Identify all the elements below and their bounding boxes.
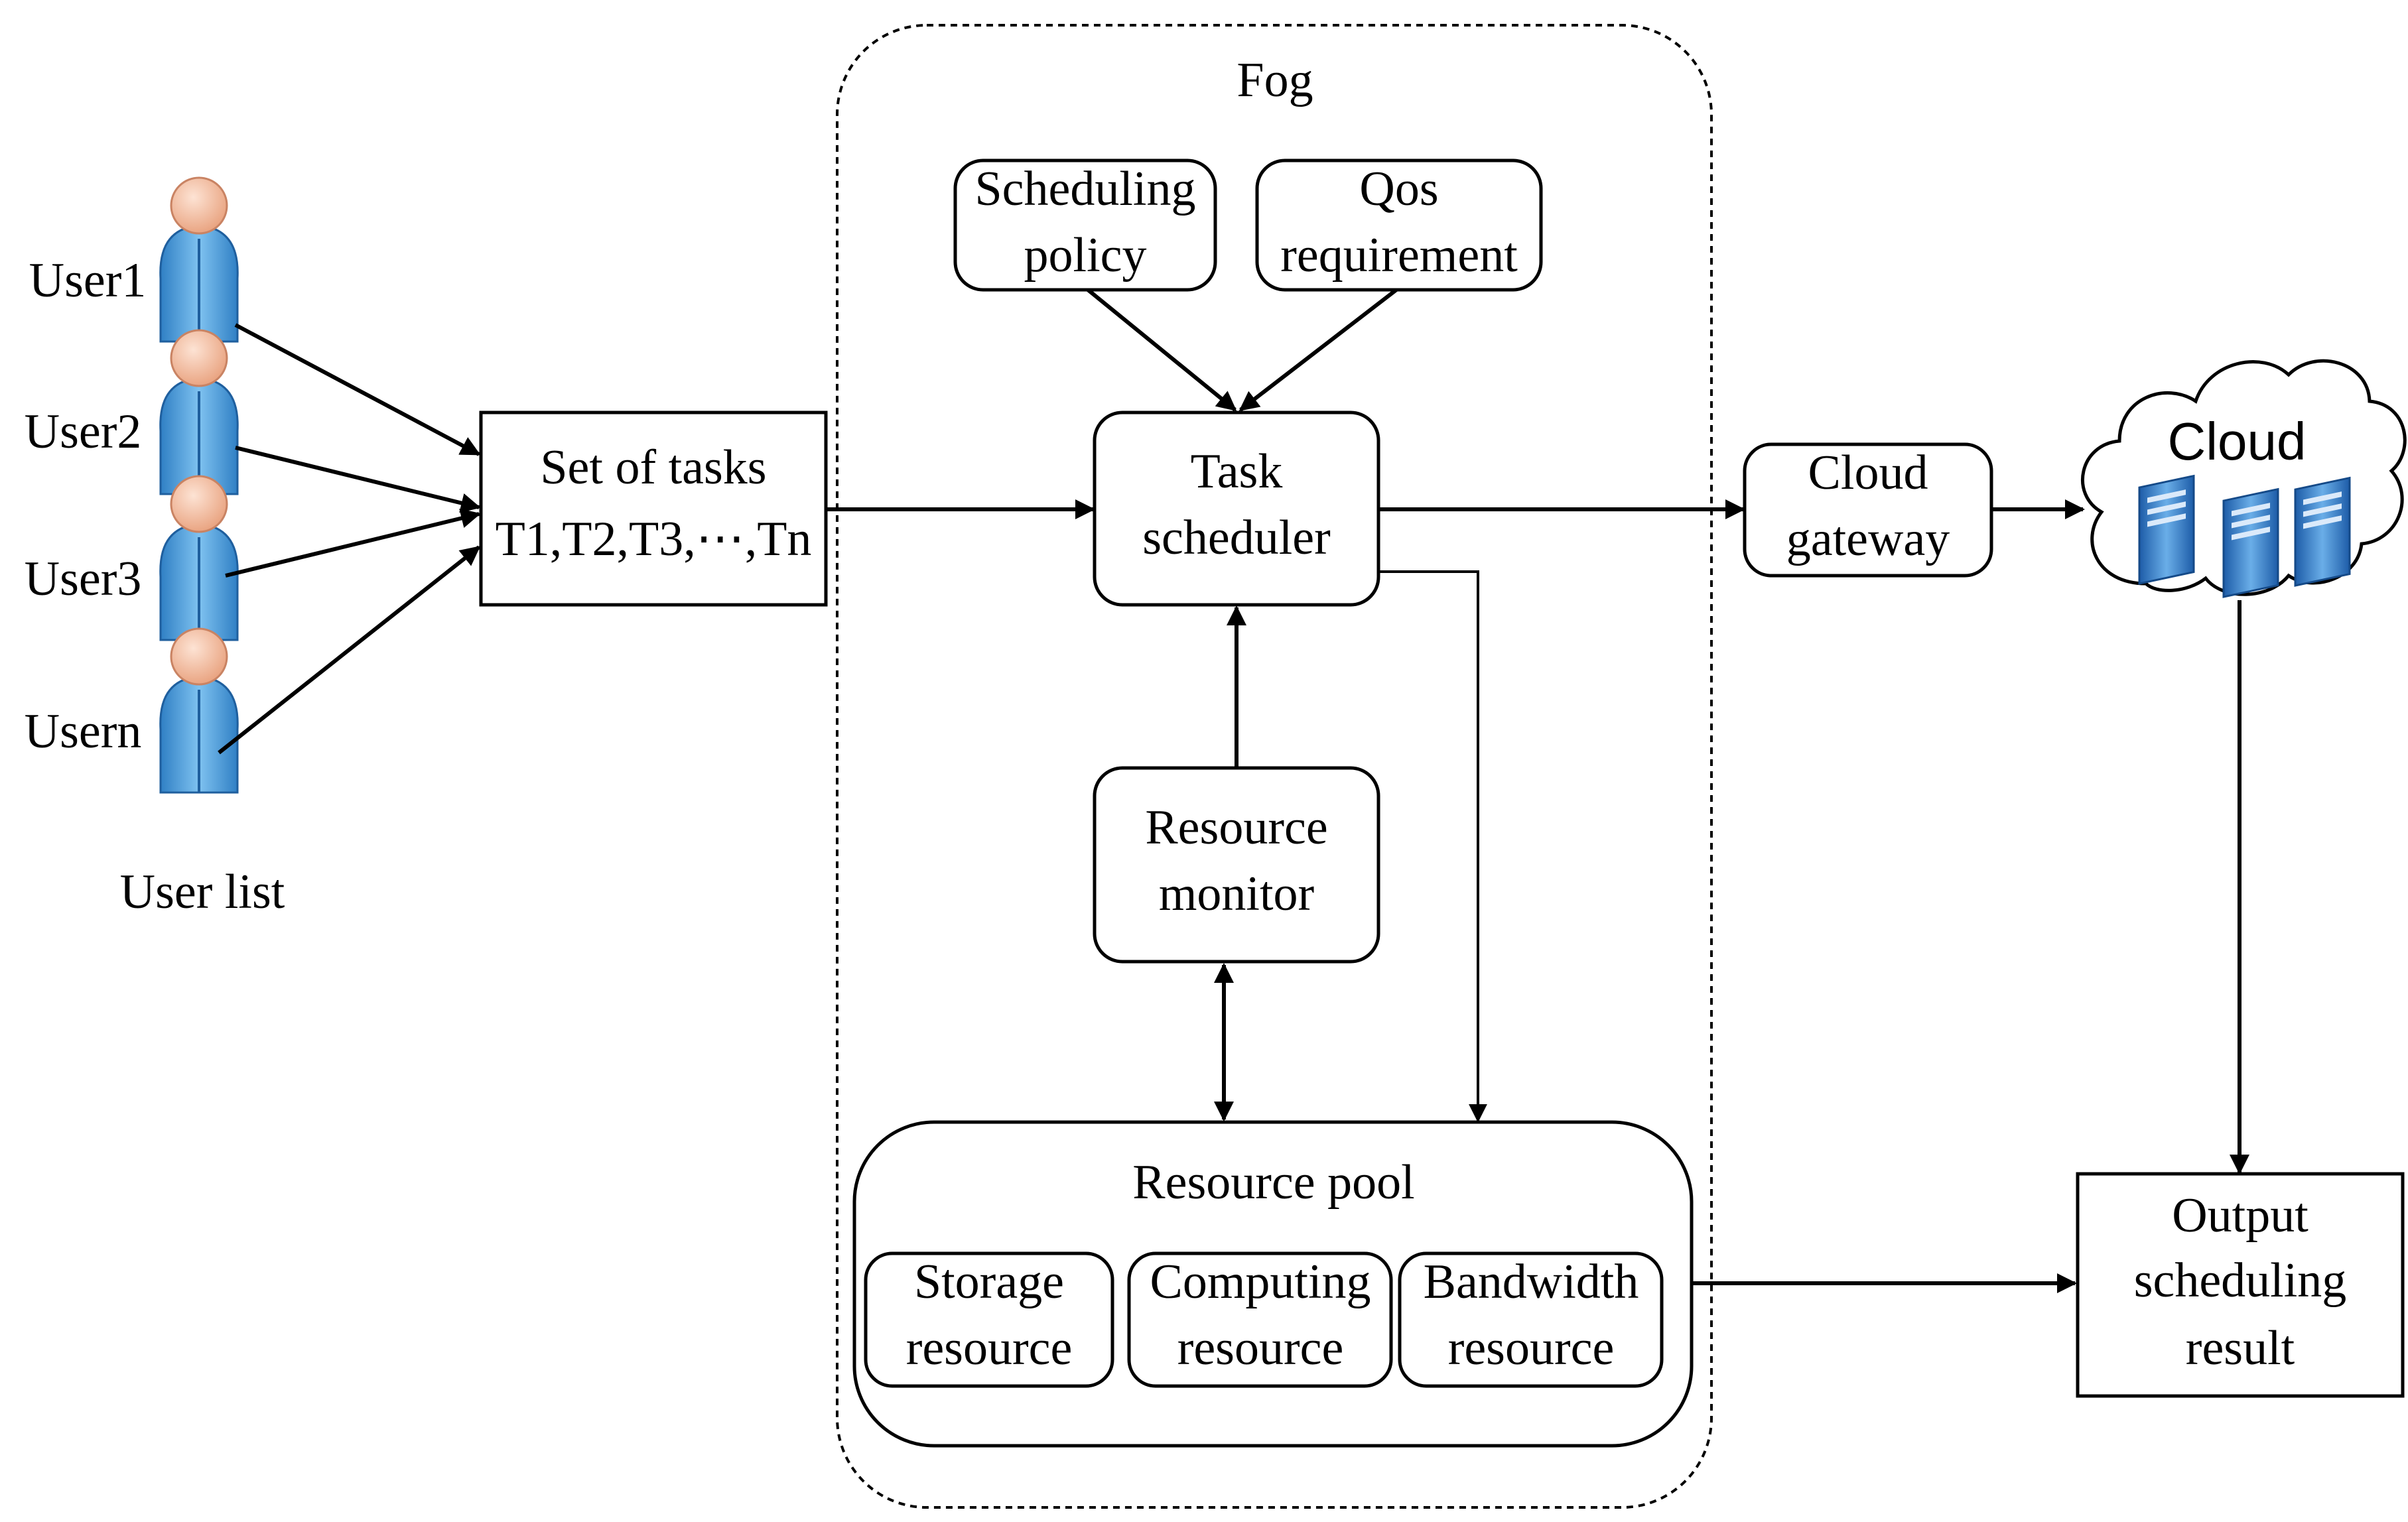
arrow (234, 323, 481, 456)
task-scheduler-label: Task (1191, 444, 1283, 499)
storage-resource-box (864, 1251, 1114, 1388)
fog-container (836, 24, 1713, 1509)
arrow (1087, 288, 1237, 412)
task-scheduler-box (1093, 411, 1380, 607)
computing-resource-label: resource (1177, 1321, 1344, 1375)
user-list: User1 User2 User3 Usern User list (25, 176, 285, 919)
user-label: User3 (25, 552, 142, 606)
cloud-gateway-label: Cloud (1808, 446, 1928, 500)
task-set-items: T1,T2,T3,⋯,Tn (496, 512, 812, 566)
storage-resource-label: Storage (914, 1255, 1064, 1309)
user-label: Usern (25, 704, 142, 759)
task-set-box (479, 411, 828, 607)
resource-monitor-label: monitor (1159, 867, 1314, 921)
resource-monitor-label: Resource (1145, 800, 1327, 855)
output-label: Output (2172, 1188, 2308, 1243)
cloud-label: Cloud (2167, 412, 2306, 471)
server-icon (2138, 474, 2195, 585)
cloud-icon: Cloud (2081, 359, 2407, 598)
user-icon (159, 329, 239, 495)
bandwidth-resource-box (1398, 1251, 1664, 1388)
storage-resource-label: resource (906, 1321, 1073, 1375)
output-box (2076, 1172, 2405, 1398)
qos-requirement-label: Qos (1359, 162, 1438, 216)
fog-label: Fog (1237, 53, 1313, 107)
bandwidth-resource-label: resource (1448, 1321, 1615, 1375)
qos-requirement-box (1255, 159, 1543, 292)
user-label: User1 (29, 253, 147, 308)
user-icon (159, 627, 239, 794)
arrow (1378, 570, 1487, 1123)
server-icon (2222, 487, 2279, 598)
resource-monitor-box (1093, 766, 1380, 964)
arrow (225, 508, 481, 578)
resource-pool-label: Resource pool (1132, 1155, 1414, 1210)
computing-resource-label: Computing (1150, 1255, 1371, 1309)
scheduling-policy-box (953, 159, 1217, 292)
arrow (218, 545, 481, 755)
scheduling-policy-label: policy (1024, 228, 1147, 283)
computing-resource-box (1127, 1251, 1393, 1388)
arrow (235, 446, 481, 513)
arrow (1238, 288, 1398, 412)
task-set-title: Set of tasks (540, 440, 766, 495)
cloud-gateway-label: gateway (1786, 512, 1950, 566)
user-label: User2 (25, 405, 142, 459)
output-label: scheduling (2134, 1253, 2347, 1308)
user-icon (159, 475, 239, 641)
scheduling-policy-label: Scheduling (975, 162, 1196, 216)
user-list-label: User list (120, 865, 285, 919)
server-icon (2294, 476, 2351, 587)
bandwidth-resource-label: Bandwidth (1424, 1255, 1639, 1309)
user-icon (159, 176, 239, 343)
output-label: result (2186, 1321, 2295, 1375)
qos-requirement-label: requirement (1280, 228, 1518, 283)
task-scheduler-label: scheduler (1142, 511, 1331, 565)
